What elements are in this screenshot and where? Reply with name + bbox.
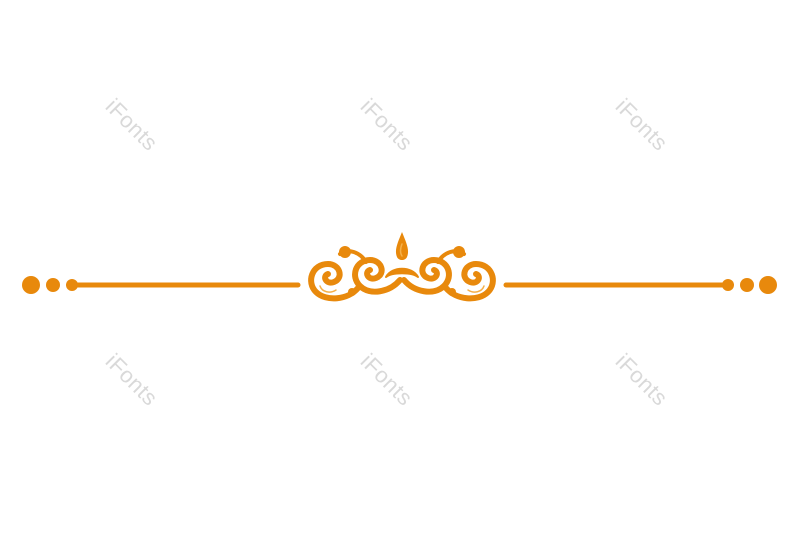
divider-right-arm [503,276,777,294]
left-upper-bead [339,246,351,258]
right-end-dot-small [722,279,734,291]
center-base-leaf [385,267,419,278]
left-lower-bead [348,288,356,296]
left-outer-scroll [308,261,361,302]
right-end-dot-large [759,276,777,294]
right-end-dot-medium [740,278,754,292]
right-outer-scroll [443,261,496,302]
right-upper-bead [453,246,465,258]
right-lower-bead [448,288,456,296]
divider-left-arm [22,276,301,294]
center-flourish-icon [308,232,496,302]
right-inner-scroll [401,257,452,295]
left-end-dot-large [22,276,40,294]
left-inner-scroll [352,257,403,295]
left-end-dot-medium [46,278,60,292]
